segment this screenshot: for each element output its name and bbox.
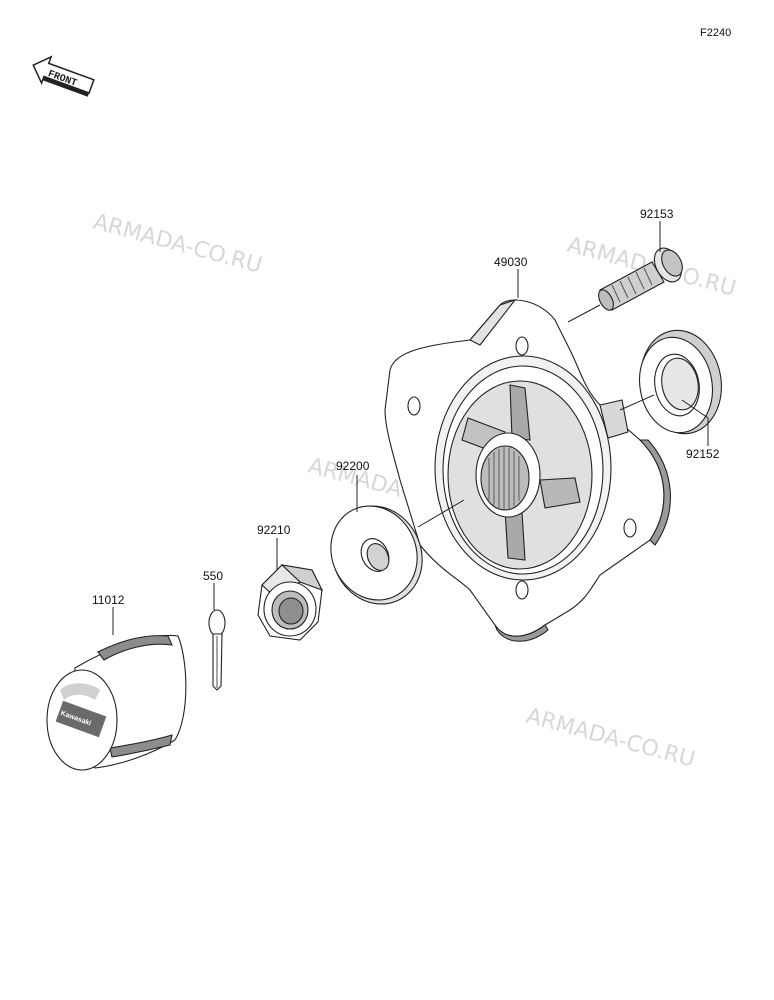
- castle-nut-part: [257, 564, 324, 641]
- part-number-label: 92200: [336, 459, 370, 473]
- figure-code: F2240: [700, 27, 731, 39]
- cotter-pin-part: [208, 609, 226, 691]
- hub-cap-part: Kawasaki: [46, 634, 187, 771]
- part-number-label: 49030: [494, 255, 528, 269]
- part-number-label: 92210: [257, 523, 291, 537]
- kawasaki-emblem-icon: [55, 700, 107, 738]
- leader-lines: [112, 221, 709, 635]
- part-number-label: 11012: [92, 593, 125, 607]
- watermark: ARMADA-CO.RU: [90, 210, 264, 279]
- part-number-label: 550: [203, 569, 223, 583]
- watermark: ARMADA-CO.RU: [523, 704, 697, 773]
- stud-bolt-part: [598, 247, 683, 311]
- part-number-label: 92153: [640, 207, 674, 221]
- washer-part: [330, 505, 423, 605]
- front-arrow-icon: FRONT: [32, 55, 95, 97]
- oil-seal-part: [639, 329, 722, 435]
- part-number-label: 92152: [686, 447, 720, 461]
- hub-part: [384, 298, 671, 642]
